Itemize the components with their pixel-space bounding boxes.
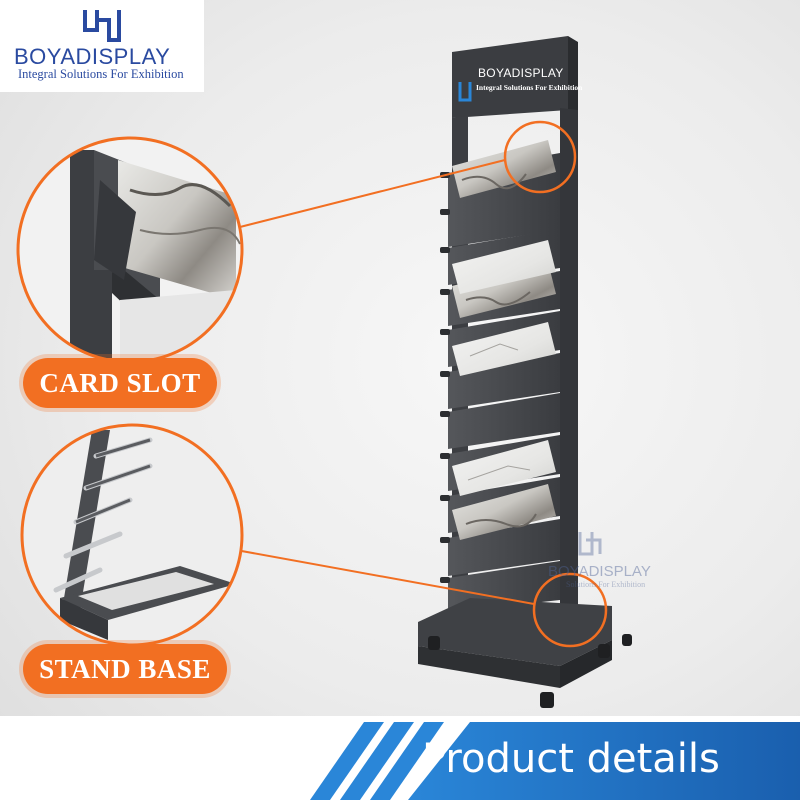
caster-wheels [428, 634, 632, 708]
tower-header-brand: BOYADISPLAY [478, 66, 564, 80]
logo-brand-name: BOYADISPLAY [14, 44, 171, 69]
stone-samples [452, 140, 556, 540]
logo-tagline: Integral Solutions For Exhibition [18, 67, 184, 81]
stand-base-label: STAND BASE [23, 644, 227, 694]
watermark-tagline: Solutions For Exhibition [566, 580, 646, 589]
tower-logo-mark [458, 82, 472, 102]
rack-slots [448, 153, 560, 612]
tower-header-tagline: Integral Solutions For Exhibition [476, 83, 583, 92]
brand-logo-box: BOYADISPLAY Integral Solutions For Exhib… [0, 0, 204, 92]
banner-stripes [310, 722, 444, 800]
card-slot-label: CARD SLOT [23, 358, 217, 408]
boya-logo-icon [83, 10, 121, 42]
banner-title: Product details [422, 736, 720, 782]
watermark-brand: BOYADISPLAY [548, 563, 651, 580]
